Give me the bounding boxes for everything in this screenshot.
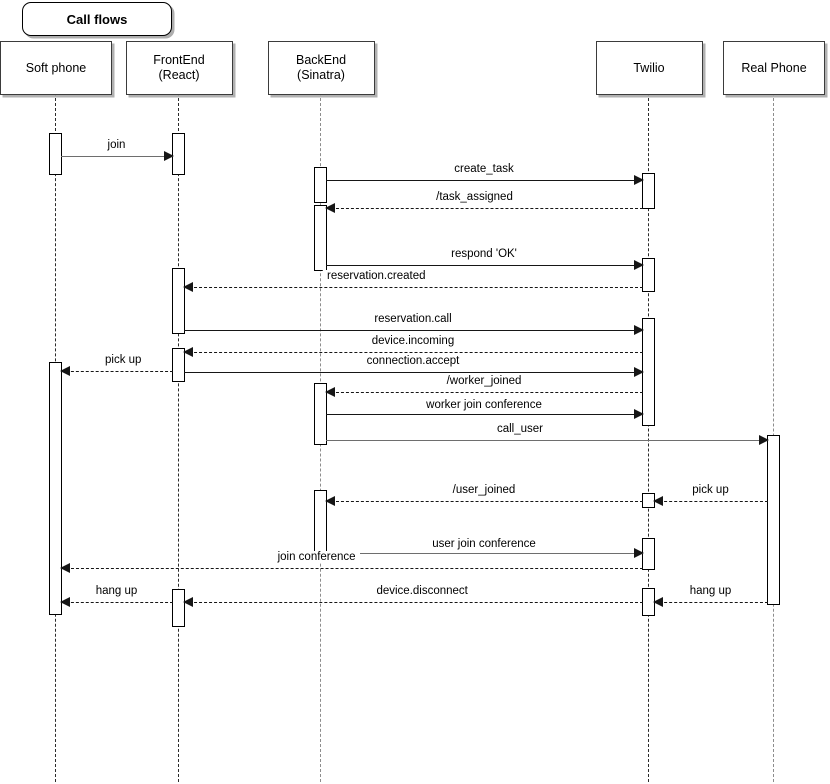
message-line bbox=[325, 265, 643, 266]
message-line bbox=[183, 330, 643, 331]
message-line bbox=[183, 352, 643, 353]
activation-bar-frontend bbox=[171, 268, 185, 334]
message-line bbox=[60, 156, 173, 157]
message-line bbox=[325, 414, 643, 415]
message-line bbox=[325, 392, 643, 393]
message-label: join bbox=[103, 139, 130, 151]
activation-bar-realphone bbox=[766, 435, 780, 605]
message-line bbox=[653, 501, 768, 502]
actor-label-softphone: Soft phone bbox=[25, 60, 87, 75]
message-label: create_task bbox=[450, 163, 518, 175]
message-line bbox=[183, 287, 643, 288]
message-label: connection.accept bbox=[362, 355, 464, 367]
message-label: device.disconnect bbox=[372, 585, 472, 597]
arrowhead-right-icon bbox=[633, 260, 644, 270]
message-label: worker join conference bbox=[422, 399, 546, 411]
arrowhead-left-icon bbox=[59, 366, 70, 376]
activation-bar-backend bbox=[313, 205, 327, 271]
message-label: respond 'OK' bbox=[447, 248, 521, 260]
message-label: call_user bbox=[492, 423, 547, 435]
arrowhead-left-icon bbox=[324, 496, 335, 506]
actor-label-backend: BackEnd bbox=[295, 53, 347, 67]
message-line bbox=[60, 568, 643, 569]
actor-header-backend[interactable]: BackEnd(Sinatra) bbox=[267, 41, 375, 95]
message-line bbox=[325, 553, 643, 554]
arrowhead-right-icon bbox=[633, 367, 644, 377]
message-label: reservation.created bbox=[323, 270, 430, 282]
message-label: /user_joined bbox=[448, 484, 520, 496]
message-line bbox=[325, 501, 643, 502]
actor-header-softphone[interactable]: Soft phone bbox=[0, 41, 112, 95]
message-line bbox=[325, 440, 768, 441]
message-label: hang up bbox=[91, 585, 142, 597]
message-line bbox=[60, 371, 173, 372]
activation-bar-twilio bbox=[641, 258, 655, 292]
activation-bar-softphone bbox=[48, 362, 62, 615]
message-line bbox=[183, 372, 643, 373]
actor-header-twilio[interactable]: Twilio bbox=[595, 41, 703, 95]
actor-sublabel-backend: (Sinatra) bbox=[297, 68, 345, 82]
message-line bbox=[60, 602, 173, 603]
message-label: /task_assigned bbox=[432, 191, 517, 203]
arrowhead-left-icon bbox=[324, 203, 335, 213]
actor-label-twilio: Twilio bbox=[633, 60, 665, 75]
message-label: pick up bbox=[101, 354, 146, 366]
arrowhead-left-icon bbox=[652, 597, 663, 607]
arrowhead-left-icon bbox=[59, 563, 70, 573]
message-label: join conference bbox=[273, 551, 360, 563]
message-line bbox=[325, 208, 643, 209]
message-label: /worker_joined bbox=[442, 375, 526, 387]
arrowhead-right-icon bbox=[633, 548, 644, 558]
arrowhead-left-icon bbox=[652, 496, 663, 506]
arrowhead-left-icon bbox=[182, 282, 193, 292]
message-line bbox=[653, 602, 768, 603]
actor-header-frontend[interactable]: FrontEnd(React) bbox=[125, 41, 233, 95]
actor-header-realphone[interactable]: Real Phone bbox=[723, 41, 825, 95]
message-line bbox=[325, 180, 643, 181]
arrowhead-left-icon bbox=[182, 347, 193, 357]
message-label: user join conference bbox=[428, 538, 540, 550]
arrowhead-right-icon bbox=[633, 409, 644, 419]
activation-bar-softphone bbox=[48, 133, 62, 175]
activation-bar-backend bbox=[313, 167, 327, 203]
arrowhead-right-icon bbox=[633, 325, 644, 335]
actor-sublabel-frontend: (React) bbox=[158, 68, 200, 82]
arrowhead-left-icon bbox=[59, 597, 70, 607]
diagram-title: Call flows bbox=[66, 11, 128, 27]
message-line bbox=[183, 602, 643, 603]
arrowhead-right-icon bbox=[758, 435, 769, 445]
activation-bar-frontend bbox=[171, 589, 185, 627]
message-label: pick up bbox=[688, 484, 733, 496]
message-label: hang up bbox=[685, 585, 736, 597]
lifeline-frontend bbox=[178, 93, 179, 782]
message-label: reservation.call bbox=[370, 313, 456, 325]
lifeline-twilio bbox=[648, 93, 649, 782]
activation-bar-twilio bbox=[641, 173, 655, 209]
message-label: device.incoming bbox=[367, 335, 459, 347]
arrowhead-left-icon bbox=[324, 387, 335, 397]
arrowhead-left-icon bbox=[182, 597, 193, 607]
arrowhead-right-icon bbox=[633, 175, 644, 185]
actor-label-frontend: FrontEnd bbox=[153, 53, 205, 67]
actor-label-realphone: Real Phone bbox=[741, 60, 807, 75]
diagram-title-box: Call flows bbox=[22, 2, 172, 36]
activation-bar-frontend bbox=[171, 348, 185, 382]
arrowhead-right-icon bbox=[163, 151, 174, 161]
